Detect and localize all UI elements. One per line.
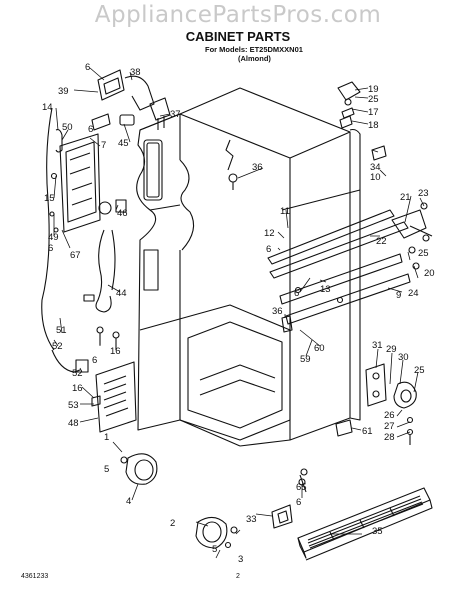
callout-44: 44 [116,288,127,299]
left-vent-panel [91,361,137,433]
callout-6a: 6 [85,62,90,73]
callout-20: 20 [424,268,435,279]
callout-25c: 25 [414,365,425,376]
callout-35: 35 [372,526,383,537]
callout-17: 17 [368,107,379,118]
callout-11: 11 [280,206,290,217]
callout-46: 46 [117,208,128,219]
callout-3: 3 [238,554,243,565]
callout-6f: 6 [266,244,271,255]
callout-9: 9 [396,290,401,301]
callout-12: 12 [264,228,275,239]
callout-34: 34 [370,162,381,173]
callout-31: 31 [372,340,383,351]
left-wiring-and-panel [41,107,127,373]
callout-67: 67 [70,250,81,261]
callout-36b: 36 [272,306,283,317]
watermark: AppliancePartsPros.com [94,2,382,28]
rear-roller-2 [195,516,238,549]
callout-60: 60 [314,343,325,354]
right-rails [267,209,411,333]
callout-28: 28 [384,432,395,443]
toe-grille-35 [297,487,433,561]
callout-52b: 52 [72,368,83,379]
callout-25b: 25 [418,248,429,259]
front-roller-4 [120,453,158,485]
callout-39: 39 [58,86,69,97]
callout-33: 33 [246,514,257,525]
callout-27: 27 [384,421,395,432]
callout-10: 10 [370,172,381,183]
callout-38: 38 [130,67,141,78]
callout-5a: 5 [104,464,109,475]
top-left-bracket-assembly [97,69,171,130]
callout-numbers: 6 38 39 37 14 50 6 7 45 15 46 49 6 67 44… [42,62,435,565]
grille-bracket [271,468,308,529]
callout-36a: 36 [252,162,263,173]
callout-5b: 5 [212,544,217,555]
callout-26: 26 [384,410,395,421]
callout-30: 30 [398,352,409,363]
callout-6d: 6 [92,355,97,366]
footer-part-number: 4361233 [21,573,49,580]
callout-7: 7 [101,140,106,151]
callout-37: 37 [170,109,181,120]
callout-6b: 6 [88,124,93,135]
callout-23: 23 [418,188,429,199]
callout-13: 13 [320,284,331,295]
callout-6g: 6 [294,288,299,299]
callout-1: 1 [104,432,109,443]
callout-16b: 16 [72,383,83,394]
callout-50: 50 [62,122,73,133]
callout-6e: 6 [296,497,301,508]
callout-52: 52 [52,341,63,352]
callout-45: 45 [118,138,129,149]
callout-53: 53 [68,400,79,411]
leader-lines [53,67,425,559]
callout-15: 15 [44,193,55,204]
callout-22: 22 [376,236,387,247]
callout-51: 51 [56,325,67,336]
callout-48: 48 [68,418,79,429]
part-61 [335,419,353,437]
callout-6c: 6 [48,243,53,254]
top-hinge-pin [337,81,361,129]
color-line: (Almond) [238,54,271,63]
lower-hinge-assembly [365,363,417,445]
callout-49: 49 [48,232,59,243]
callout-24: 24 [408,288,419,299]
callout-21: 21 [400,192,411,203]
footer-page-number: 2 [236,573,240,580]
callout-59: 59 [300,354,311,365]
callout-61: 61 [362,426,373,437]
callout-18: 18 [368,120,379,131]
upper-hinge [391,202,433,270]
callout-14: 14 [42,102,53,113]
cabinet-body [136,87,361,447]
callout-16a: 16 [110,346,121,357]
diagram-title: CABINET PARTS [185,29,291,44]
callout-19: 19 [368,84,379,95]
callout-25a: 25 [368,94,379,105]
callout-2: 2 [170,518,175,529]
models-line: For Models: ET25DMXXN01 [205,45,303,54]
callout-29: 29 [386,344,397,355]
callout-4: 4 [126,496,131,507]
part-34 [371,145,387,161]
callout-65: 65 [296,482,307,493]
